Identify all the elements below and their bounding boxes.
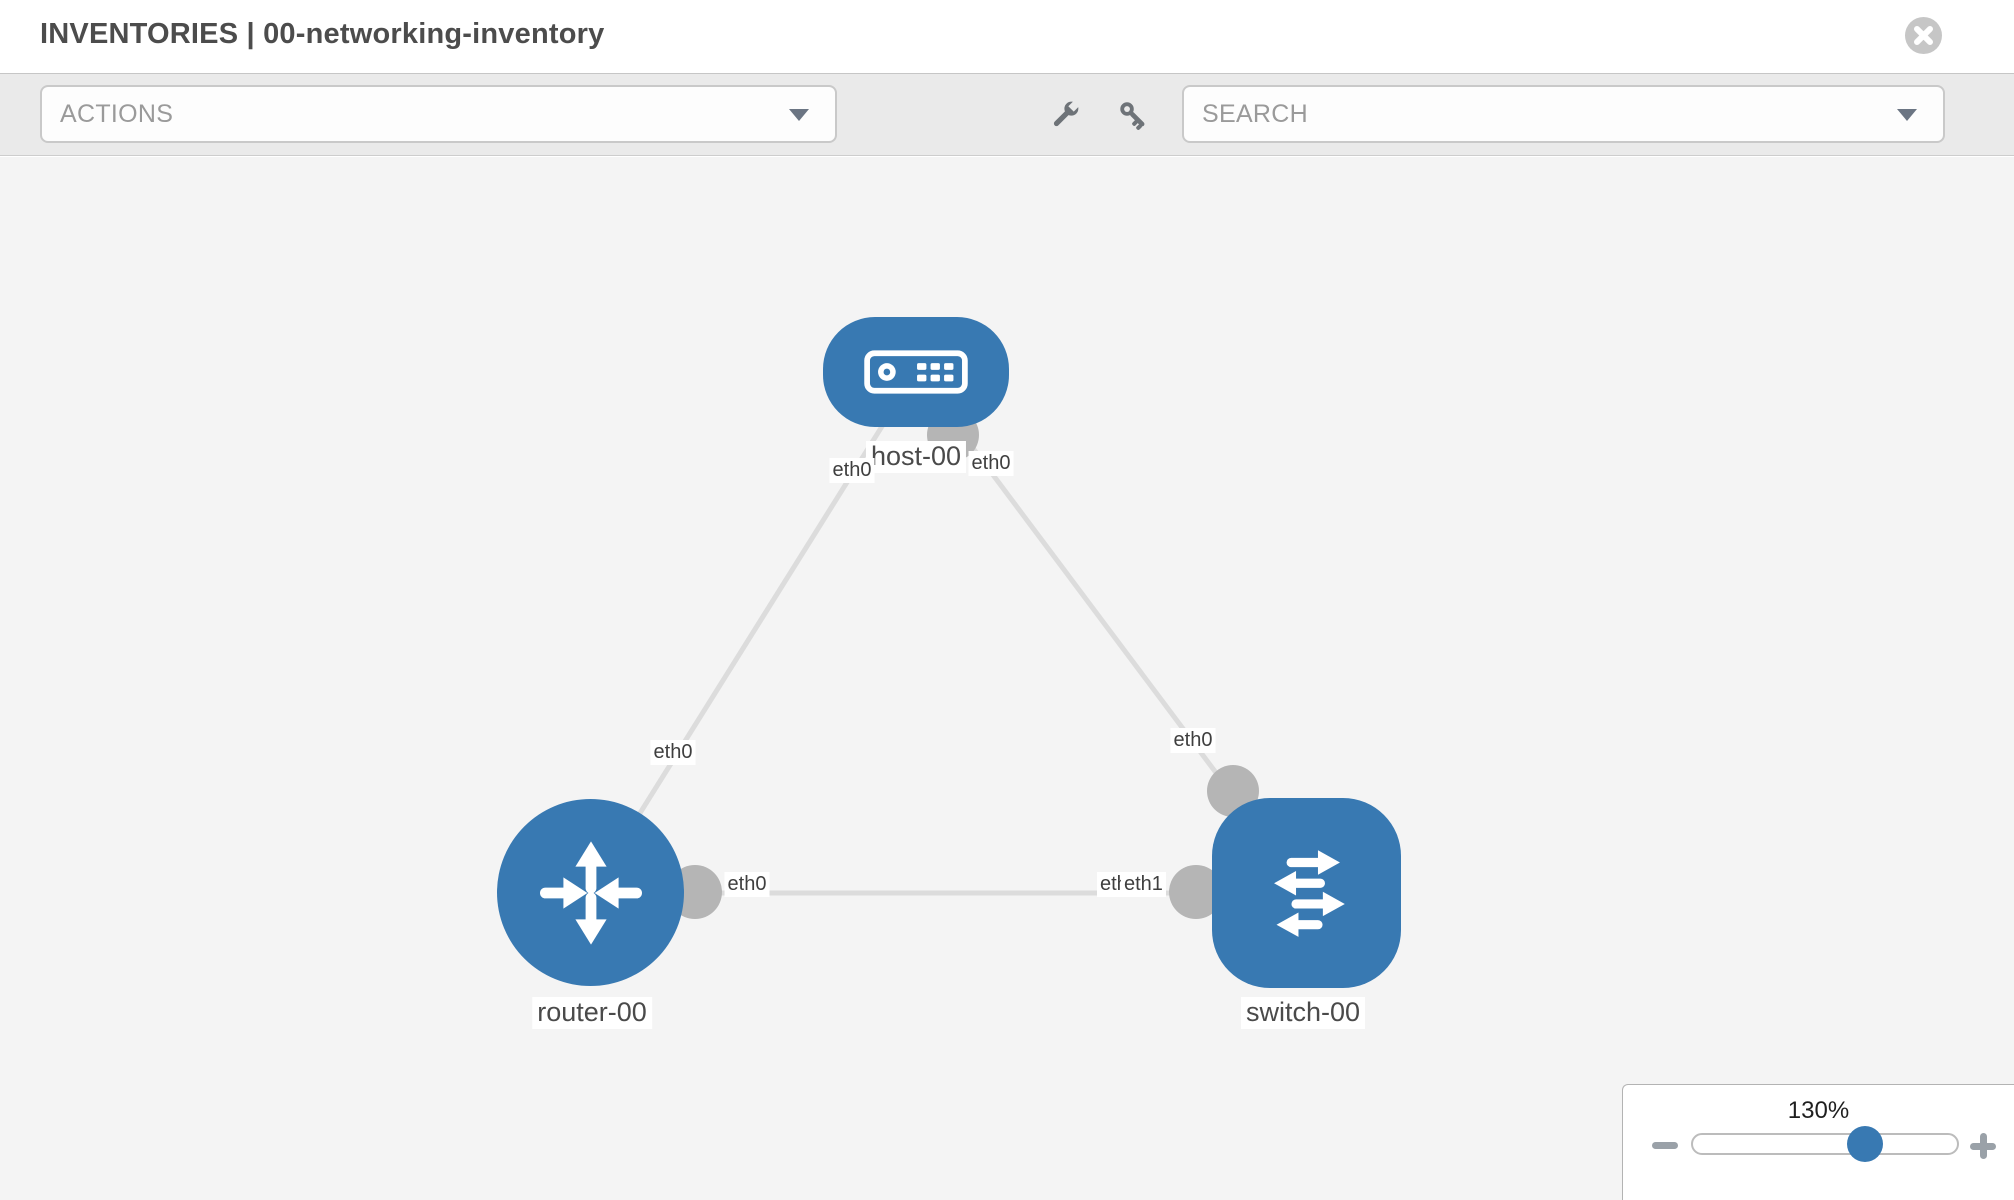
switch-arrows-icon bbox=[1273, 850, 1345, 937]
search-dropdown[interactable]: SEARCH bbox=[1182, 85, 1945, 143]
actions-dropdown-label: ACTIONS bbox=[60, 99, 174, 128]
iface-label-switch-eth0-top: eth0 bbox=[1170, 728, 1216, 753]
zoom-panel: 130% bbox=[1622, 1084, 2014, 1200]
wrench-icon bbox=[1053, 99, 1080, 126]
plus-icon bbox=[1979, 1133, 1987, 1159]
node-label-router-00: router-00 bbox=[532, 997, 652, 1029]
chevron-down-icon bbox=[789, 109, 809, 121]
page-title: INVENTORIES | 00-networking-inventory bbox=[40, 18, 605, 50]
minus-icon bbox=[1652, 1141, 1678, 1149]
actions-dropdown[interactable]: ACTIONS bbox=[40, 85, 837, 143]
iface-label-host-eth0-left: eth0 bbox=[829, 458, 875, 483]
close-icon bbox=[1914, 26, 1933, 45]
zoom-out-button[interactable] bbox=[1649, 1129, 1681, 1161]
iface-label-switch-eth1: eth1 bbox=[1121, 872, 1166, 897]
node-host-00[interactable] bbox=[823, 317, 1009, 427]
links-layer bbox=[587, 370, 1309, 919]
node-label-host-00: host-00 bbox=[865, 441, 967, 473]
key-icon bbox=[1120, 101, 1145, 130]
node-switch-00[interactable] bbox=[1212, 798, 1401, 988]
iface-label-router-eth0-right: eth0 bbox=[724, 872, 770, 897]
toolbar: ACTIONS bbox=[0, 73, 2014, 156]
iface-label-host-eth0-right: eth0 bbox=[968, 451, 1014, 476]
router-arrows-icon bbox=[539, 840, 642, 945]
header: INVENTORIES | 00-networking-inventory bbox=[0, 0, 2014, 73]
server-icon bbox=[864, 350, 968, 394]
interface-dot bbox=[1169, 865, 1223, 919]
search-dropdown-label: SEARCH bbox=[1202, 99, 1308, 128]
zoom-level-value: 130% bbox=[1787, 1097, 1850, 1124]
node-router-00[interactable] bbox=[497, 799, 684, 986]
zoom-slider-handle[interactable] bbox=[1847, 1126, 1883, 1162]
close-button[interactable] bbox=[1905, 17, 1942, 54]
credentials-button[interactable] bbox=[1111, 93, 1155, 137]
iface-label-router-eth0-top: eth0 bbox=[650, 740, 696, 765]
zoom-slider-track[interactable] bbox=[1691, 1126, 1959, 1162]
configure-button[interactable] bbox=[1043, 93, 1087, 137]
zoom-in-button[interactable] bbox=[1966, 1129, 2000, 1163]
chevron-down-icon bbox=[1897, 109, 1917, 121]
topology-canvas[interactable]: host-00 router-00 switch-00 eth0 eth0 et… bbox=[0, 157, 2014, 1200]
node-label-switch-00: switch-00 bbox=[1240, 997, 1366, 1029]
